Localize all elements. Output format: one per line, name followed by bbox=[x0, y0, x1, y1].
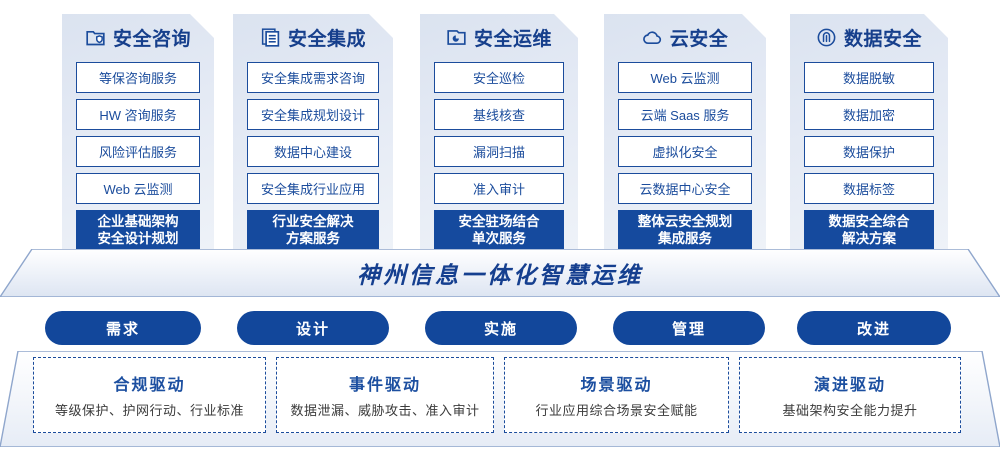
summary-line: 方案服务 bbox=[286, 231, 340, 246]
summary-line: 单次服务 bbox=[472, 231, 526, 246]
driver-card-incident[interactable]: 事件驱动 数据泄漏、威胁攻击、准入审计 bbox=[276, 357, 494, 433]
service-item[interactable]: 准入审计 bbox=[434, 173, 564, 204]
platform-banner: 神州信息一体化智慧运维 bbox=[0, 249, 1000, 297]
service-item[interactable]: 云端 Saas 服务 bbox=[618, 99, 752, 130]
pill-requirement[interactable]: 需求 bbox=[45, 311, 201, 345]
driver-subtitle: 基础架构安全能力提升 bbox=[782, 403, 918, 418]
column-summary[interactable]: 数据安全综合 解决方案 bbox=[804, 210, 934, 250]
pill-design[interactable]: 设计 bbox=[237, 311, 389, 345]
driver-subtitle: 数据泄漏、威胁攻击、准入审计 bbox=[290, 403, 480, 418]
driver-title: 演进驱动 bbox=[813, 377, 886, 394]
service-list: 安全巡检 基线核查 漏洞扫描 准入审计 bbox=[434, 60, 564, 204]
lifecycle-pills: 需求 设计 实施 管理 改进 bbox=[0, 311, 1000, 345]
service-list: 数据脱敏 数据加密 数据保护 数据标签 bbox=[804, 60, 934, 204]
service-item[interactable]: 风险评估服务 bbox=[76, 136, 200, 167]
monitor-pie-icon bbox=[446, 27, 467, 48]
column-header: 安全咨询 bbox=[76, 14, 200, 60]
service-item[interactable]: Web 云监测 bbox=[618, 62, 752, 93]
service-list: 安全集成需求咨询 安全集成规划设计 数据中心建设 安全集成行业应用 bbox=[247, 60, 379, 204]
summary-line: 企业基础架构 bbox=[97, 214, 179, 229]
service-column-security-operations[interactable]: 安全运维 安全巡检 基线核查 漏洞扫描 准入审计 安全驻场结合 单次服务 bbox=[420, 14, 578, 250]
banner-shape bbox=[0, 249, 1000, 297]
column-title: 数据安全 bbox=[843, 28, 922, 50]
fingerprint-icon bbox=[816, 27, 837, 48]
driver-card-scenario[interactable]: 场景驱动 行业应用综合场景安全赋能 bbox=[504, 357, 729, 433]
service-item[interactable]: 漏洞扫描 bbox=[434, 136, 564, 167]
service-item[interactable]: 虚拟化安全 bbox=[618, 136, 752, 167]
driver-subtitle: 等级保护、护网行动、行业标准 bbox=[54, 403, 244, 418]
column-summary[interactable]: 整体云安全规划 集成服务 bbox=[618, 210, 752, 250]
service-item[interactable]: 数据中心建设 bbox=[247, 136, 379, 167]
banner-outline bbox=[0, 249, 1000, 297]
folder-shield-icon bbox=[85, 27, 106, 48]
service-column-data-security[interactable]: 数据安全 数据脱敏 数据加密 数据保护 数据标签 数据安全综合 解决方案 bbox=[790, 14, 948, 250]
service-list: Web 云监测 云端 Saas 服务 虚拟化安全 云数据中心安全 bbox=[618, 60, 752, 204]
service-item[interactable]: Web 云监测 bbox=[76, 173, 200, 204]
column-title: 安全咨询 bbox=[112, 28, 191, 50]
service-list: 等保咨询服务 HW 咨询服务 风险评估服务 Web 云监测 bbox=[76, 60, 200, 204]
summary-line: 安全驻场结合 bbox=[458, 214, 540, 229]
column-header: 数据安全 bbox=[804, 14, 934, 60]
service-item[interactable]: 等保咨询服务 bbox=[76, 62, 200, 93]
column-header: 安全集成 bbox=[247, 14, 379, 60]
summary-line: 整体云安全规划 bbox=[637, 214, 733, 229]
summary-line: 安全设计规划 bbox=[97, 231, 179, 246]
service-item[interactable]: 安全集成行业应用 bbox=[247, 173, 379, 204]
service-item[interactable]: 数据加密 bbox=[804, 99, 934, 130]
service-column-security-integration[interactable]: 安全集成 安全集成需求咨询 安全集成规划设计 数据中心建设 安全集成行业应用 行… bbox=[233, 14, 393, 250]
service-item[interactable]: 安全集成需求咨询 bbox=[247, 62, 379, 93]
column-header: 云安全 bbox=[618, 14, 752, 60]
service-item[interactable]: 安全集成规划设计 bbox=[247, 99, 379, 130]
driver-card-compliance[interactable]: 合规驱动 等级保护、护网行动、行业标准 bbox=[33, 357, 266, 433]
service-column-cloud-security[interactable]: 云安全 Web 云监测 云端 Saas 服务 虚拟化安全 云数据中心安全 整体云… bbox=[604, 14, 766, 250]
service-item[interactable]: 基线核查 bbox=[434, 99, 564, 130]
drivers-outline bbox=[0, 351, 1000, 447]
column-title: 安全运维 bbox=[473, 28, 552, 50]
summary-line: 数据安全综合 bbox=[828, 214, 910, 229]
pill-implementation[interactable]: 实施 bbox=[425, 311, 577, 345]
driver-card-evolution[interactable]: 演进驱动 基础架构安全能力提升 bbox=[739, 357, 961, 433]
summary-line: 集成服务 bbox=[658, 231, 712, 246]
driver-title: 事件驱动 bbox=[348, 377, 421, 394]
column-summary[interactable]: 企业基础架构 安全设计规划 bbox=[76, 210, 200, 250]
stacked-documents-icon bbox=[260, 27, 281, 48]
service-column-security-consulting[interactable]: 安全咨询 等保咨询服务 HW 咨询服务 风险评估服务 Web 云监测 企业基础架… bbox=[62, 14, 214, 250]
column-summary[interactable]: 行业安全解决 方案服务 bbox=[247, 210, 379, 250]
column-summary[interactable]: 安全驻场结合 单次服务 bbox=[434, 210, 564, 250]
summary-line: 行业安全解决 bbox=[272, 214, 354, 229]
summary-line: 解决方案 bbox=[842, 231, 896, 246]
service-item[interactable]: HW 咨询服务 bbox=[76, 99, 200, 130]
column-header: 安全运维 bbox=[434, 14, 564, 60]
service-columns: 安全咨询 等保咨询服务 HW 咨询服务 风险评估服务 Web 云监测 企业基础架… bbox=[0, 0, 1000, 256]
service-item[interactable]: 数据保护 bbox=[804, 136, 934, 167]
column-title: 云安全 bbox=[669, 28, 729, 50]
pill-management[interactable]: 管理 bbox=[613, 311, 765, 345]
drivers-section: 合规驱动 等级保护、护网行动、行业标准 事件驱动 数据泄漏、威胁攻击、准入审计 … bbox=[0, 351, 1000, 447]
driver-subtitle: 行业应用综合场景安全赋能 bbox=[535, 403, 698, 418]
cloud-icon bbox=[642, 27, 663, 48]
banner-title: 神州信息一体化智慧运维 bbox=[357, 262, 643, 288]
driver-title: 合规驱动 bbox=[113, 377, 186, 394]
column-title: 安全集成 bbox=[287, 28, 366, 50]
pill-improvement[interactable]: 改进 bbox=[797, 311, 951, 345]
service-item[interactable]: 安全巡检 bbox=[434, 62, 564, 93]
service-item[interactable]: 数据标签 bbox=[804, 173, 934, 204]
service-item[interactable]: 数据脱敏 bbox=[804, 62, 934, 93]
driver-title: 场景驱动 bbox=[580, 377, 653, 394]
service-item[interactable]: 云数据中心安全 bbox=[618, 173, 752, 204]
